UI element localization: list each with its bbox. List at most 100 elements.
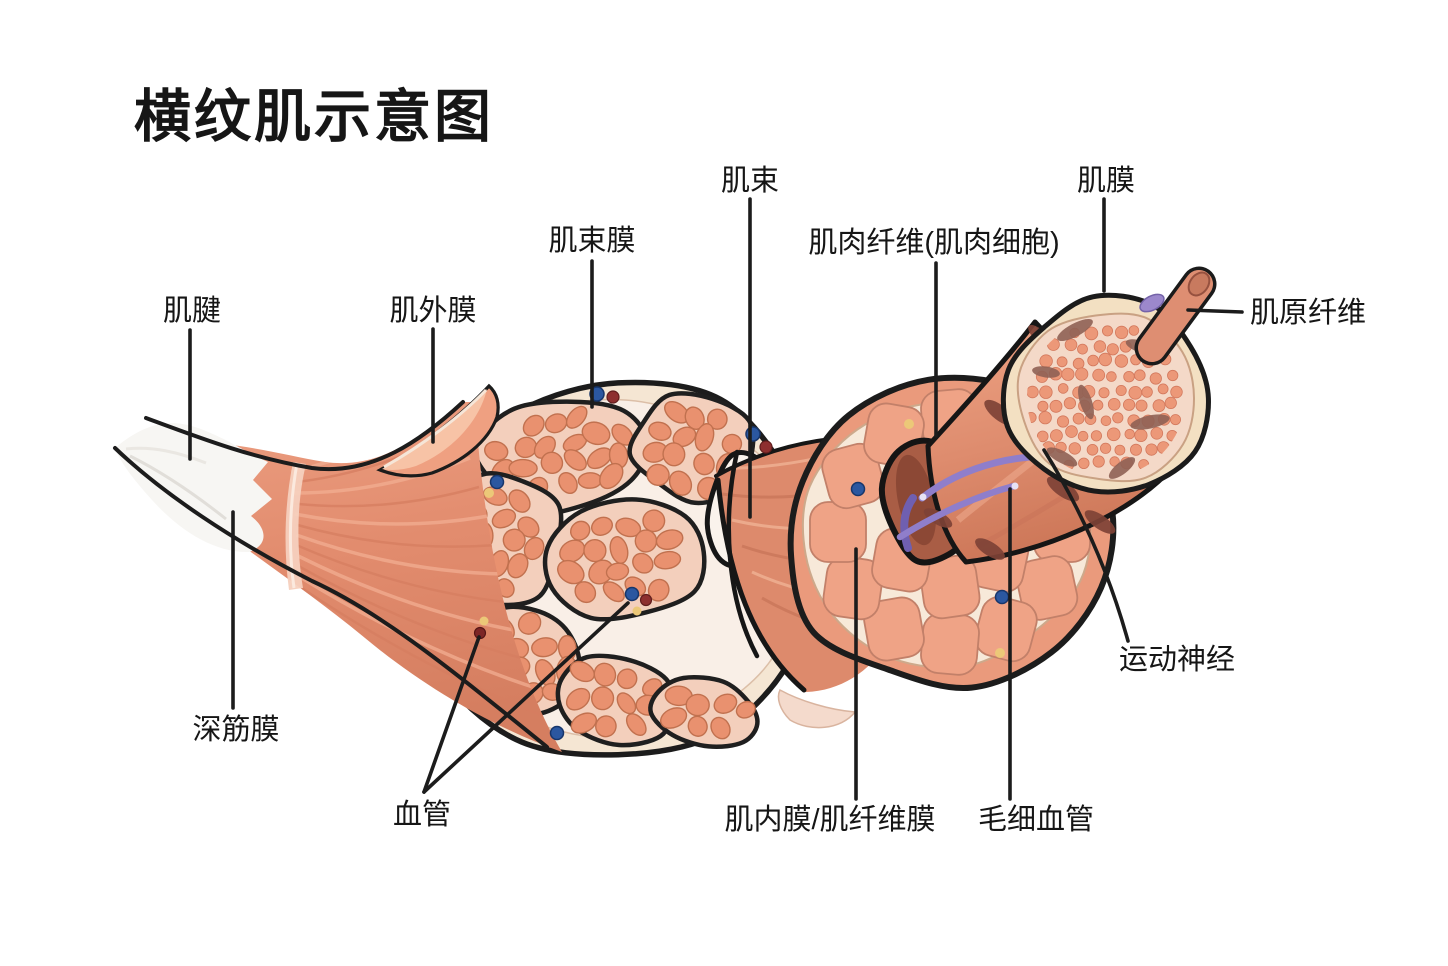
myofibril-dot — [1106, 427, 1121, 442]
labels: 横纹肌示意图 肌腱 肌外膜 肌束膜 肌束 肌肉纤维(肌肉细胞) 肌膜 肌原纤维 … — [134, 85, 1366, 836]
myofibril-dot — [1128, 325, 1140, 336]
motor-nerve-and-capillary — [896, 452, 1038, 552]
vessel-dot-yellow — [995, 648, 1005, 658]
leader-myofibril — [1186, 308, 1244, 314]
myofibril-dot — [1090, 430, 1103, 442]
muscle-fiber-dot — [583, 538, 607, 563]
myofibril-dot — [1114, 354, 1129, 368]
muscle-bottom-outline — [113, 446, 549, 749]
label-sarcolemma: 肌膜 — [1077, 164, 1135, 197]
nerve-trunk — [900, 494, 917, 552]
muscle-fiber-dot — [574, 581, 597, 604]
myofibril-dot — [1063, 397, 1077, 410]
myofibril-dot — [1039, 385, 1053, 399]
vessel-dot-blue — [994, 589, 1010, 605]
muscle-fiber-dot — [616, 692, 637, 715]
myofibril-dot — [1075, 367, 1089, 381]
myofibril-dot — [1077, 343, 1088, 355]
myofibril-dot — [1115, 325, 1129, 339]
muscle-fiber-dot — [687, 715, 708, 737]
myofibril-dot — [1068, 442, 1082, 455]
myofibril-dot — [1109, 456, 1120, 467]
muscle-fiber-dot — [634, 529, 658, 553]
myofibril-dot — [1135, 399, 1148, 412]
muscle-fiber-dot — [662, 442, 686, 467]
muscle-fiber-dot — [588, 559, 614, 585]
socket-rim — [726, 449, 760, 659]
label-myofibril: 肌原纤维 — [1250, 296, 1366, 329]
nerve-ending — [1139, 293, 1165, 313]
myofibril-dot — [1092, 399, 1104, 411]
striation-line — [298, 565, 534, 663]
muscle-fiber-dot — [514, 436, 538, 459]
muscle-fiber-dot — [522, 414, 545, 437]
myofibril-dot — [1100, 415, 1112, 427]
myofibril-dot — [1170, 414, 1182, 426]
muscle-fiber-dot — [735, 700, 756, 719]
muscle-fiber-dot — [647, 578, 670, 602]
muscle-fiber-dot — [668, 470, 693, 496]
striation-line — [299, 575, 543, 692]
muscle-fiber-dot — [591, 516, 613, 536]
label-blood-vessel: 血管 — [393, 798, 451, 831]
label-endomysium: 肌内膜/肌纤维膜 — [724, 803, 935, 836]
myofibril-dot — [1102, 325, 1114, 337]
label-deep-fascia: 深筋膜 — [192, 713, 279, 746]
muscle-fiber-dot — [491, 508, 517, 529]
muscle-fiber-dot — [694, 423, 715, 452]
muscle-fiber-cell — [863, 596, 925, 662]
capillary-branch — [896, 482, 1018, 541]
muscle-fiber-dot — [570, 520, 591, 541]
myofibril-dot — [1027, 385, 1039, 399]
myofibril-dot — [1098, 387, 1110, 399]
muscle-fiber-dot — [558, 472, 578, 494]
epimysium-flap — [376, 383, 500, 478]
myofibril-dot — [1036, 430, 1049, 443]
muscle-fiber-dot — [569, 660, 595, 683]
myofibril-dot — [1056, 356, 1068, 368]
myofibril-dot — [1072, 357, 1085, 370]
capillary-tip — [1011, 482, 1019, 490]
myofibril-dot — [1092, 455, 1105, 468]
myofibril-dot — [1167, 369, 1179, 382]
muscle-fiber-dot — [507, 553, 529, 579]
muscle-fiber-dot — [484, 440, 509, 462]
tendon — [115, 423, 272, 553]
fascicle-outline-bottom — [715, 477, 807, 693]
muscle-fiber-dot — [655, 529, 684, 550]
striation-line — [294, 512, 489, 526]
myofibril-dot — [1050, 429, 1063, 443]
muscle-fiber-dot — [648, 421, 672, 441]
muscle-fiber-dot — [563, 449, 587, 471]
motor-nerve-branch — [918, 453, 1034, 502]
muscle-fiber-dot — [642, 509, 666, 533]
label-muscle-fiber: 肌肉纤维(肌肉细胞) — [808, 226, 1059, 259]
leader-lines — [188, 197, 1244, 801]
muscle-fiber-dot — [565, 405, 588, 429]
myofibril-dot — [1157, 383, 1169, 395]
myofibril-dot — [1093, 340, 1107, 353]
muscle-fiber-dot — [706, 408, 728, 430]
muscle-top-outline — [144, 400, 465, 472]
tendon-streak — [125, 446, 207, 465]
epimysium-flap-edge — [383, 388, 488, 469]
striation-line — [296, 544, 516, 605]
myofibril-dot — [1098, 352, 1113, 367]
myofibril-rod — [1134, 266, 1217, 366]
muscle-fiber-dot — [540, 451, 564, 474]
myofibril-dot — [1106, 343, 1119, 356]
striation-line — [293, 485, 480, 508]
muscle-fiber-dot — [544, 413, 568, 434]
label-epimysium: 肌外膜 — [389, 294, 476, 327]
myofibril-dot — [1056, 415, 1070, 428]
myofibril-dot — [1084, 326, 1099, 341]
myofibril-dot — [1038, 411, 1052, 425]
tendon-streak — [129, 454, 227, 521]
muscle-fiber-dot — [531, 637, 558, 658]
myofibril-dot — [1115, 384, 1127, 396]
muscle-fiber-dot — [557, 559, 585, 585]
myofibril-dot — [1049, 399, 1063, 413]
epimysium-flap-inner — [382, 389, 487, 470]
fascicle — [648, 675, 760, 750]
myofibril-dot — [1141, 386, 1153, 398]
